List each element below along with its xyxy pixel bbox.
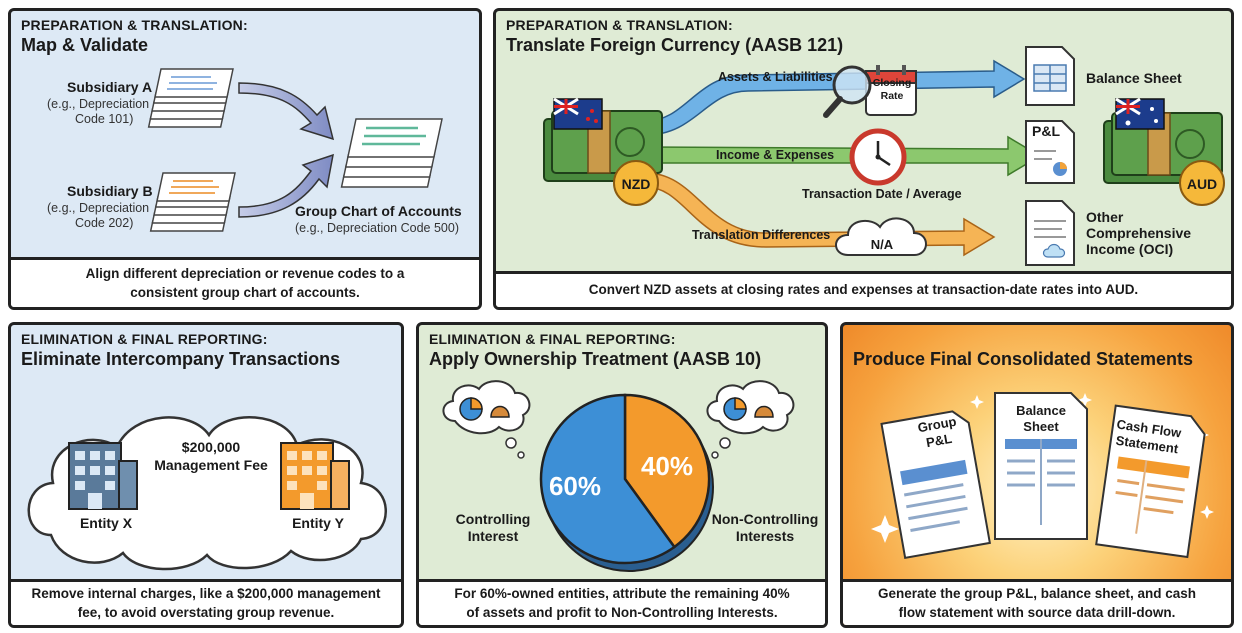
fee-amount: $200,000 — [181, 439, 241, 455]
entity-x-label: Entity X — [79, 515, 133, 531]
controlling-thought-bubble — [442, 380, 531, 459]
oci-label-line3: Income (OCI) — [1086, 241, 1174, 257]
panel-title: Eliminate Intercompany Transactions — [21, 349, 341, 369]
transaction-date-label: Transaction Date / Average — [802, 187, 962, 201]
panel-footer: Align different depreciation or revenue … — [11, 257, 479, 307]
subsidiary-b-code-line2: Code 202) — [75, 216, 134, 230]
pl-document-icon — [1025, 120, 1075, 184]
panel-title: Translate Foreign Currency (AASB 121) — [506, 35, 844, 55]
footer-line: Generate the group P&L, balance sheet, a… — [877, 586, 1197, 602]
footer-line: Align different depreciation or revenue … — [85, 266, 405, 282]
panel-map-validate: PREPARATION & TRANSLATION: Map & Validat… — [8, 8, 482, 310]
map-validate-illustration — [147, 68, 443, 232]
noncontrolling-label-line2: Interests — [735, 528, 795, 544]
pie-slice-controlling — [539, 393, 677, 565]
footer-line: For 60%-owned entities, attribute the re… — [454, 586, 790, 602]
panel-footer: Remove internal charges, like a $200,000… — [11, 579, 401, 625]
final-statements-illustration — [871, 392, 1214, 559]
subsidiary-a-code-line1: (e.g., Depreciation — [47, 97, 150, 111]
entity-x-building-icon — [68, 442, 138, 510]
pl-document-label: P&L — [1032, 123, 1060, 139]
translation-differences-label: Translation Differences — [692, 228, 831, 242]
panel-eliminate-intercompany: ELIMINATION & FINAL REPORTING: Eliminate… — [8, 322, 404, 628]
au-flag-icon — [1115, 97, 1165, 130]
panel-eyebrow: PREPARATION & TRANSLATION: — [506, 17, 733, 33]
group-chart-document-stack — [340, 118, 443, 188]
controlling-label-line2: Interest — [467, 528, 519, 544]
footer-line: consistent group chart of accounts. — [130, 284, 360, 300]
subsidiary-b-code-line1: (e.g., Depreciation — [47, 201, 150, 215]
subsidiary-a-label: Subsidiary A — [67, 79, 153, 95]
oci-label-line1: Other — [1086, 209, 1124, 225]
footer-line: fee, to avoid overstating group revenue. — [77, 604, 335, 620]
cash-flow-statement-document — [1095, 404, 1206, 559]
clock-icon — [849, 128, 907, 186]
assets-liabilities-label: Assets & Liabilities — [718, 70, 833, 84]
panel-translate-currency: PREPARATION & TRANSLATION: Translate For… — [493, 8, 1234, 310]
balance-sheet-document-icon — [1025, 46, 1075, 106]
fee-label: Management Fee — [154, 457, 268, 473]
income-expenses-arrow — [645, 135, 1042, 177]
footer-line: of assets and profit to Non-Controlling … — [466, 604, 778, 620]
panel-title: Apply Ownership Treatment (AASB 10) — [429, 349, 762, 369]
currency-translation-illustration — [543, 46, 1225, 266]
subsidiary-a-document-stack — [147, 68, 234, 128]
panel-footer: Convert NZD assets at closing rates and … — [496, 271, 1231, 307]
panel-final-statements: Produce Final Consolidated Statements Gr… — [840, 322, 1234, 628]
panel-eyebrow: ELIMINATION & FINAL REPORTING: — [429, 331, 676, 347]
subsidiary-a-code-line2: Code 101) — [75, 112, 134, 126]
subsidiary-b-label: Subsidiary B — [67, 183, 153, 199]
arrow-b-to-group — [238, 153, 334, 218]
footer-line: Convert NZD assets at closing rates and … — [588, 282, 1139, 298]
noncontrolling-thought-bubble — [706, 380, 795, 459]
arrow-a-to-group — [238, 82, 335, 141]
panel-footer: For 60%-owned entities, attribute the re… — [419, 579, 825, 625]
noncontrolling-label-line1: Non-Controlling — [711, 511, 819, 527]
group-chart-label: Group Chart of Accounts — [295, 203, 462, 219]
group-pl-statement-document — [880, 410, 991, 559]
balance-sheet-label-line2: Sheet — [1023, 419, 1059, 434]
panel-eyebrow: ELIMINATION & FINAL REPORTING: — [21, 331, 268, 347]
subsidiary-b-document-stack — [149, 172, 236, 232]
entity-y-building-icon — [280, 442, 350, 510]
closing-rate-label-line1: Closing — [872, 77, 912, 89]
ownership-illustration — [442, 380, 795, 572]
panel-title: Produce Final Consolidated Statements — [853, 349, 1194, 369]
intercompany-illustration — [27, 416, 387, 571]
pie-slice-noncontrolling — [623, 393, 711, 549]
magnifier-icon — [823, 65, 872, 118]
ownership-pie — [539, 393, 714, 572]
closing-rate-label-line2: Rate — [880, 90, 904, 102]
na-cloud-icon — [835, 217, 927, 256]
na-label: N/A — [870, 237, 894, 252]
controlling-label-line1: Controlling — [455, 511, 531, 527]
panel-ownership-treatment: ELIMINATION & FINAL REPORTING: Apply Own… — [416, 322, 828, 628]
panel-footer: Generate the group P&L, balance sheet, a… — [843, 579, 1231, 625]
balance-sheet-label-line1: Balance — [1016, 403, 1066, 418]
nzd-label: NZD — [621, 176, 651, 192]
footer-line: Remove internal charges, like a $200,000… — [31, 586, 381, 602]
noncontrolling-percent-label: 40% — [640, 451, 694, 481]
assets-liabilities-arrow — [645, 59, 1026, 136]
panel-eyebrow: PREPARATION & TRANSLATION: — [21, 17, 248, 33]
balance-sheet-label: Balance Sheet — [1086, 70, 1182, 86]
income-expenses-label: Income & Expenses — [716, 148, 835, 162]
group-chart-code: (e.g., Depreciation Code 500) — [295, 221, 459, 235]
oci-label-line2: Comprehensive — [1086, 225, 1192, 241]
nz-flag-icon — [553, 97, 603, 130]
oci-document-icon — [1025, 200, 1075, 266]
aud-label: AUD — [1186, 176, 1218, 192]
translation-differences-arrow — [645, 172, 996, 257]
nzd-coin-icon — [613, 160, 659, 206]
entity-y-label: Entity Y — [292, 515, 344, 531]
footer-line: flow statement with source data drill-do… — [898, 604, 1176, 620]
controlling-percent-label: 60% — [548, 471, 602, 501]
balance-sheet-statement-document — [994, 392, 1088, 540]
panel-title: Map & Validate — [21, 35, 149, 55]
aud-coin-icon — [1179, 160, 1225, 206]
